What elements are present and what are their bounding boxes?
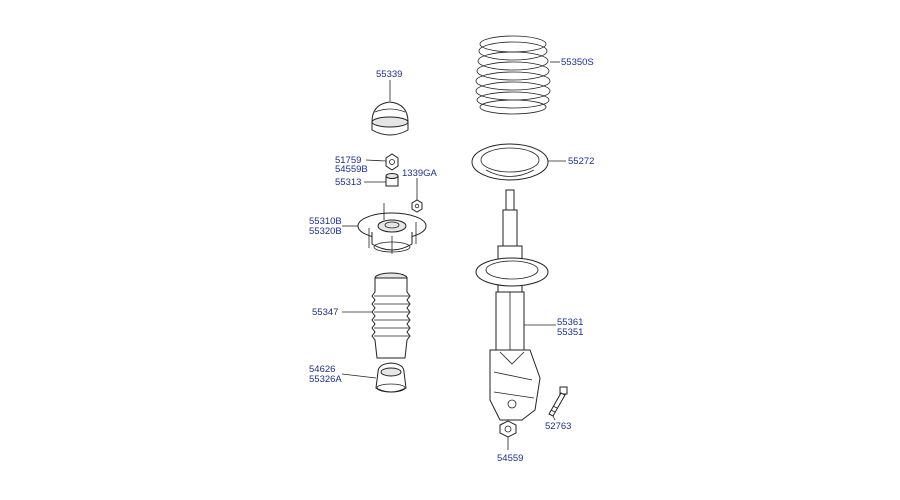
label-mount-a: 55310B <box>309 216 342 227</box>
label-spring-pad: 55272 <box>568 156 594 167</box>
leader-bolt <box>552 415 556 421</box>
bump-cap <box>371 101 409 136</box>
dust-boot <box>371 272 411 359</box>
label-bumper-a: 54626 <box>309 364 335 375</box>
label-small-nut: 1339GA <box>402 168 438 179</box>
strut-mount <box>357 203 427 254</box>
bump-stopper <box>375 362 407 393</box>
label-mount-b: 55320B <box>309 226 342 237</box>
label-bushing: 55313 <box>335 177 361 188</box>
label-coil-spring: 55350S <box>561 57 594 68</box>
lower-nut <box>499 420 517 438</box>
coil-spring <box>475 35 551 115</box>
label-bumper-b: 55326A <box>309 374 342 385</box>
label-bump-cap: 55339 <box>376 69 402 80</box>
label-upper-nut-b: 54559B <box>335 164 368 175</box>
bushing <box>385 173 399 187</box>
small-nut <box>411 199 423 213</box>
label-upper-nut-a: 51759 <box>335 155 361 166</box>
mounting-bolt <box>548 386 568 417</box>
leader-bumper <box>341 373 377 379</box>
label-lower-nut: 54559 <box>497 453 523 464</box>
label-strut-b: 55351 <box>557 327 583 338</box>
label-strut-a: 55361 <box>557 317 583 328</box>
spring-pad <box>471 143 549 181</box>
strut-assembly <box>475 189 549 421</box>
upper-nut <box>385 153 399 171</box>
label-bolt: 52763 <box>545 421 571 432</box>
leader-upper-nut <box>365 159 387 162</box>
label-dust-boot: 55347 <box>312 307 338 318</box>
